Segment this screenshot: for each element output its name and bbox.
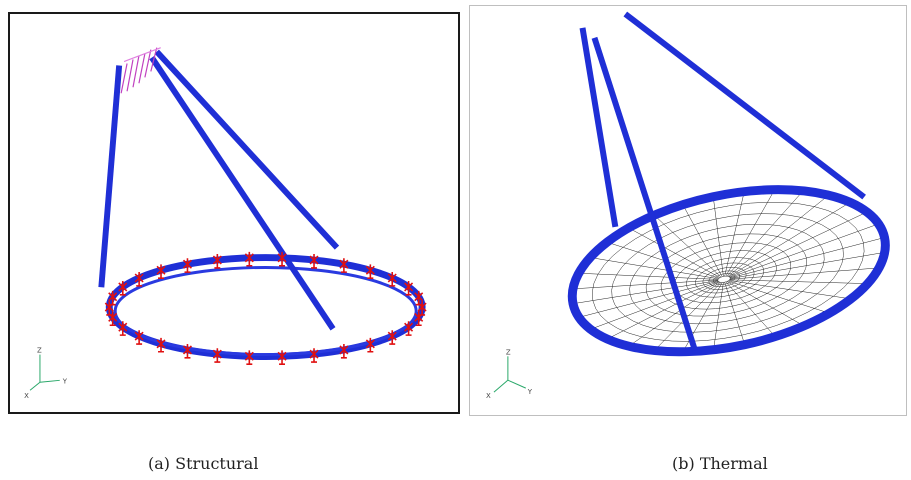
coordinate-triad-icon: Z X Y (486, 348, 533, 400)
caption-structural: (a) Structural (148, 454, 259, 473)
mesh-spoke-line (580, 280, 719, 318)
dish-mesh (574, 191, 884, 350)
constraint-symbol-icon (108, 311, 118, 327)
constraint-symbol-icon (134, 272, 144, 287)
mesh-spoke-line (592, 281, 719, 329)
thermal-model-panel: Z X Y (469, 5, 907, 416)
mesh-spoke-line (713, 282, 724, 348)
mesh-spoke-line (728, 280, 849, 299)
mesh-spoke-line (724, 193, 745, 277)
mesh-spoke-line (725, 281, 775, 336)
constraint-symbol-icon (387, 330, 397, 345)
constraint-symbol-icon (156, 264, 166, 279)
apex-marker (120, 47, 161, 94)
constraint-symbol-icon (414, 290, 424, 306)
mesh-spoke-line (630, 282, 721, 345)
constraint-symbol-icon (212, 348, 222, 363)
caption-thermal: (b) Thermal (672, 454, 768, 473)
mesh-spoke-line (724, 282, 745, 343)
constraint-symbol-icon (387, 272, 397, 287)
mesh-spoke-line (655, 282, 722, 349)
constraint-symbol-icon (339, 258, 349, 273)
triad-label-y: Y (527, 388, 533, 396)
mesh-spoke-line (729, 224, 877, 278)
constraint-symbol-icon (417, 301, 427, 316)
mesh-spoke-line (574, 279, 718, 289)
strut-front (149, 55, 336, 331)
mesh-spoke-line (729, 267, 877, 280)
mesh-spoke-line (726, 281, 802, 325)
mesh-spoke-line (683, 206, 723, 277)
strut-front (591, 36, 698, 352)
triad-label-y: Y (62, 377, 68, 385)
constraint-symbol-icon (404, 280, 414, 296)
mesh-spoke-line (730, 252, 883, 279)
mesh-spoke-line (727, 196, 827, 277)
triad-label-x: X (24, 392, 29, 400)
mesh-spoke-line (727, 280, 828, 313)
strut-right (154, 49, 340, 250)
mesh-spoke-line (726, 192, 802, 277)
ring-constraints (104, 251, 427, 365)
constraint-symbol-icon (277, 251, 287, 267)
strut-left (579, 27, 619, 228)
strut-right (623, 11, 866, 200)
mesh-spoke-line (725, 191, 774, 277)
mesh-spoke-line (728, 203, 849, 277)
constraint-symbol-icon (404, 321, 414, 336)
mesh-spoke-line (655, 216, 722, 278)
constraint-symbol-icon (414, 311, 424, 327)
constraint-symbol-icon (108, 290, 118, 306)
constraint-symbol-icon (309, 348, 319, 363)
constraint-symbol-icon (339, 343, 349, 359)
constraint-symbol-icon (212, 254, 222, 269)
constraint-symbol-icon (277, 350, 287, 365)
mesh-spoke-line (729, 279, 866, 284)
constraint-symbol-icon (182, 258, 192, 273)
constraint-symbol-icon (182, 343, 192, 359)
constraint-symbol-icon (134, 330, 144, 345)
mesh-spoke-line (580, 273, 719, 280)
thermal-model-drawing: Z X Y (486, 11, 890, 400)
constraint-symbol-icon (309, 254, 319, 269)
mesh-spoke-line (574, 280, 718, 304)
constraint-symbol-icon (156, 337, 166, 353)
mesh-spoke-line (630, 228, 721, 278)
mesh-spoke-line (592, 257, 719, 280)
triad-label-z: Z (506, 348, 511, 356)
structural-model-drawing: Z X Y (24, 47, 427, 401)
triad-label-z: Z (37, 347, 42, 355)
constraint-symbol-icon (244, 350, 254, 365)
coordinate-triad-icon: Z X Y (24, 347, 68, 401)
strut-left (98, 65, 123, 288)
constraint-symbol-icon (365, 337, 375, 353)
dish-rim (567, 185, 890, 357)
mesh-ring-line (717, 275, 731, 283)
mesh-spoke-line (730, 237, 883, 279)
constraint-symbol-icon (118, 280, 128, 296)
structural-model-panel: Z X Y (8, 12, 460, 414)
constraint-symbol-icon (244, 251, 254, 267)
constraint-symbol-icon (104, 301, 114, 316)
mesh-spoke-line (713, 198, 724, 277)
triad-label-x: X (486, 392, 491, 400)
constraint-symbol-icon (118, 321, 128, 336)
mesh-spoke-line (609, 281, 720, 339)
ring-inner-edge (113, 265, 418, 357)
mesh-spoke-line (729, 212, 866, 278)
constraint-symbol-icon (365, 264, 375, 279)
